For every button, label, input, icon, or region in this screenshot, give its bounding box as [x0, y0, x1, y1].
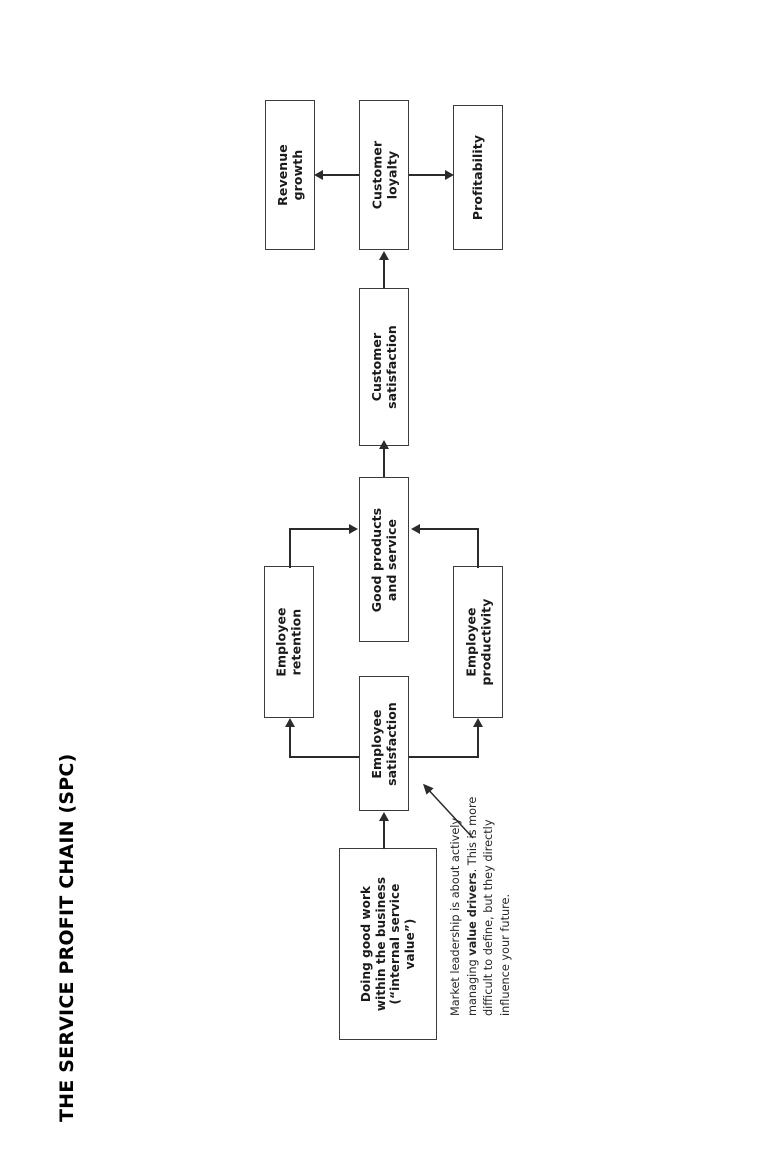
node-revenue-growth-label: Revenue growth: [275, 144, 305, 206]
edge-loyalty-to-profitability-arrowhead: [445, 170, 454, 180]
node-employee-productivity-label: Employee productivity: [463, 599, 493, 686]
node-internal-service-value-label: Doing good work within the business (“in…: [359, 877, 417, 1011]
edge-csat-to-loyalty-line: [383, 259, 385, 288]
employee-productivity-line1: Employee: [463, 607, 479, 677]
edge-esat-to-productivity-arrowhead: [473, 718, 483, 727]
edge-productivity-to-products-vline: [477, 528, 479, 568]
internal-value-line1: Doing good work: [359, 885, 374, 1003]
edge-retention-to-products-vline: [289, 528, 291, 568]
employee-satisfaction-line1: Employee: [369, 708, 384, 779]
customer-satisfaction-line1: Customer: [369, 332, 384, 402]
node-customer-satisfaction-label: Customer satisfaction: [369, 325, 399, 409]
employee-retention-line1: Employee: [274, 607, 290, 677]
edge-loyalty-to-profitability-line: [409, 174, 445, 176]
internal-value-line4: value”): [402, 918, 417, 970]
edge-esat-to-productivity-hline: [409, 756, 479, 758]
employee-satisfaction-line2: satisfaction: [384, 701, 399, 786]
edge-esat-to-retention-arrowhead: [285, 718, 295, 727]
annotation-text: Market leadership is about actively mana…: [448, 786, 538, 1016]
edge-esat-to-retention-hline: [289, 756, 359, 758]
customer-loyalty-line1: Customer: [369, 140, 385, 210]
edge-loyalty-to-revenue-arrowhead: [314, 170, 323, 180]
node-employee-satisfaction-label: Employee satisfaction: [369, 702, 399, 786]
edge-esat-to-retention-vline: [289, 726, 291, 758]
edge-internal-to-esat-arrowhead: [379, 812, 389, 821]
node-employee-productivity[interactable]: Employee productivity: [453, 566, 503, 718]
customer-loyalty-line2: loyalty: [384, 150, 400, 200]
page-title: THE SERVICE PROFIT CHAIN (SPC): [56, 753, 78, 1122]
edge-esat-to-productivity-vline: [477, 726, 479, 758]
node-employee-retention-label: Employee retention: [274, 607, 304, 676]
revenue-growth-line1: Revenue: [275, 144, 290, 206]
revenue-growth-line2: growth: [290, 149, 305, 201]
good-products-line1: Good products: [369, 507, 385, 612]
edge-loyalty-to-revenue-line: [322, 174, 359, 176]
node-good-products[interactable]: Good products and service: [359, 477, 409, 642]
node-employee-retention[interactable]: Employee retention: [264, 566, 314, 718]
node-profitability[interactable]: Profitability: [453, 105, 503, 250]
node-revenue-growth[interactable]: Revenue growth: [265, 100, 315, 250]
edge-productivity-to-products-arrowhead: [411, 524, 420, 534]
edge-internal-to-esat-line: [383, 820, 385, 849]
node-customer-loyalty[interactable]: Customer loyalty: [359, 100, 409, 250]
edge-products-to-csat-arrowhead: [379, 440, 389, 449]
node-employee-satisfaction[interactable]: Employee satisfaction: [359, 676, 409, 811]
node-good-products-label: Good products and service: [369, 507, 399, 611]
node-customer-loyalty-label: Customer loyalty: [369, 141, 399, 210]
edge-csat-to-loyalty-arrowhead: [379, 251, 389, 260]
edge-retention-to-products-hline: [289, 528, 349, 530]
edge-productivity-to-products-hline: [419, 528, 479, 530]
annotation-emphasis: value drivers: [465, 872, 479, 956]
node-profitability-label: Profitability: [471, 135, 486, 220]
profitability-line1: Profitability: [470, 134, 486, 221]
internal-value-line3: (“internal service: [388, 883, 403, 1005]
employee-productivity-line2: productivity: [478, 598, 494, 686]
node-internal-service-value[interactable]: Doing good work within the business (“in…: [339, 848, 437, 1040]
customer-satisfaction-line2: satisfaction: [384, 325, 399, 409]
edge-products-to-csat-line: [383, 448, 385, 477]
node-customer-satisfaction[interactable]: Customer satisfaction: [359, 288, 409, 446]
employee-retention-line2: retention: [289, 608, 305, 676]
edge-retention-to-products-arrowhead: [349, 524, 358, 534]
annotation-pointer-icon: [422, 783, 474, 839]
internal-value-line2: within the business: [373, 876, 388, 1012]
good-products-line2: and service: [384, 518, 400, 601]
